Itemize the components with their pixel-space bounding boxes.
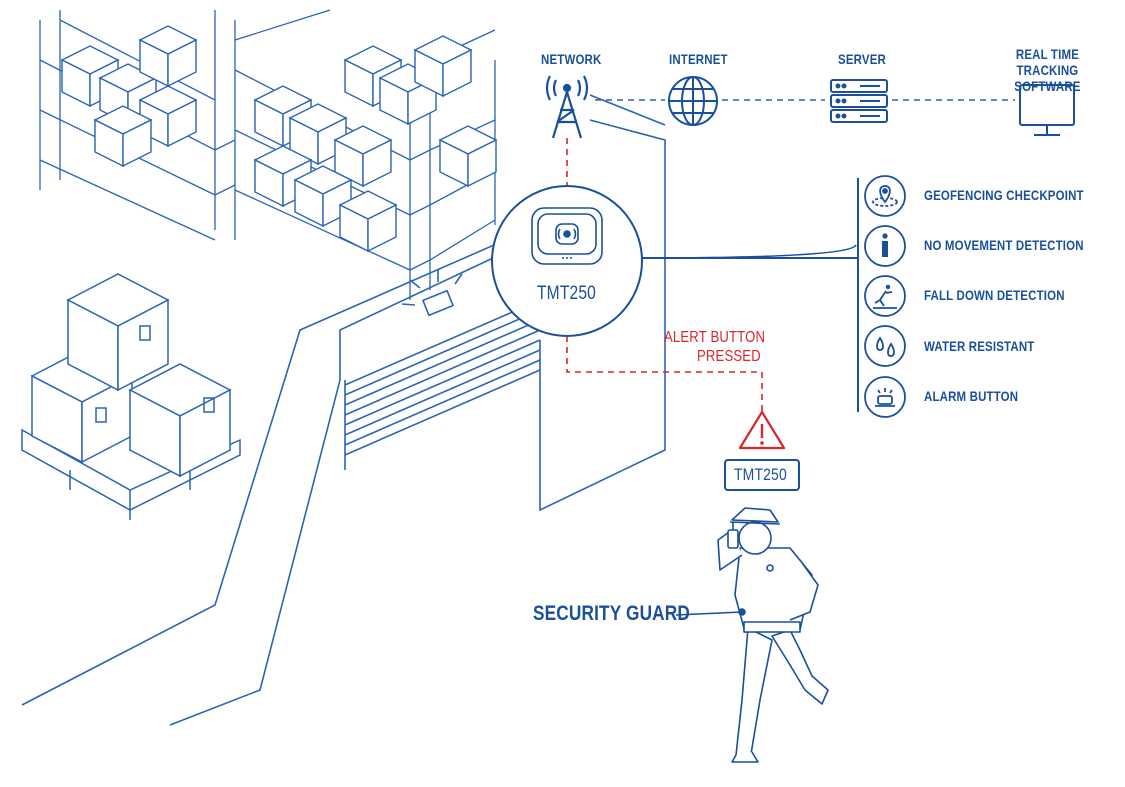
internet-label: INTERNET bbox=[669, 51, 728, 67]
info-person-icon bbox=[864, 225, 906, 267]
alert-line-2: PRESSED bbox=[697, 348, 761, 365]
device-label: TMT250 bbox=[537, 283, 597, 304]
geofence-pin-icon bbox=[864, 175, 906, 217]
globe-icon bbox=[668, 76, 718, 126]
feature-fall-down-label: FALL DOWN DETECTION bbox=[924, 287, 1065, 303]
security-guard-label: SECURITY GUARD bbox=[533, 602, 690, 625]
alarm-button-icon bbox=[864, 376, 906, 418]
warning-triangle-icon bbox=[738, 410, 786, 450]
security-guard-figure bbox=[717, 507, 829, 763]
feature-geofencing-label: GEOFENCING CHECKPOINT bbox=[924, 187, 1084, 203]
alert-line-1: ALERT BUTTON bbox=[664, 329, 766, 346]
device-bubble bbox=[491, 178, 859, 412]
tracking-software-label: REAL TIME TRACKING SOFTWARE bbox=[1014, 46, 1081, 94]
cell-tower-icon bbox=[545, 75, 589, 139]
warehouse-wall bbox=[21, 94, 666, 726]
server-label: SERVER bbox=[838, 51, 886, 67]
server-icon bbox=[830, 79, 888, 123]
tmt250-badge-label: TMT250 bbox=[734, 465, 787, 484]
feature-alarm-button-label: ALARM BUTTON bbox=[924, 388, 1019, 404]
feature-no-movement-label: NO MOVEMENT DETECTION bbox=[924, 237, 1084, 253]
network-label: NETWORK bbox=[541, 51, 602, 67]
feature-water-resistant-label: WATER RESISTANT bbox=[924, 338, 1035, 354]
fall-person-icon bbox=[864, 275, 906, 317]
water-drops-icon bbox=[864, 325, 906, 367]
shelf-boxes bbox=[61, 25, 497, 252]
tmt250-badge-frame bbox=[724, 459, 800, 491]
guard-pointer-line bbox=[675, 611, 743, 616]
pallet-boxes bbox=[21, 273, 241, 520]
tmt250-device-icon bbox=[531, 207, 603, 265]
red-alert-links bbox=[566, 138, 763, 412]
monitor-icon bbox=[1019, 84, 1075, 136]
